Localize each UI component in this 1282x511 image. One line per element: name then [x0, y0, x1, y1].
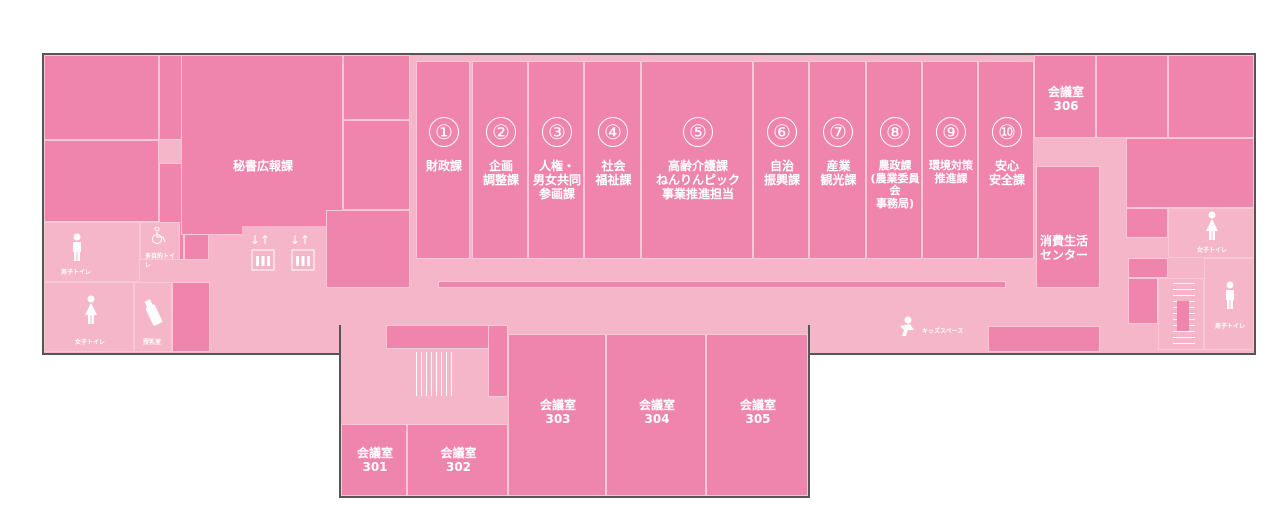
room-8-label: 農政課 (農業委員会 事務局)	[870, 159, 920, 210]
room-right-e	[1128, 258, 1168, 278]
room-9-number: ⑨	[936, 117, 966, 147]
room-7: ⑦ 産業 観光課	[809, 61, 866, 259]
womens-toilet-right: 女子トイレ	[1168, 208, 1254, 258]
room-left-c	[44, 140, 159, 222]
room-4: ④ 社会 福祉課	[584, 61, 641, 259]
room-hisho-right-c	[326, 210, 410, 288]
room-6: ⑥ 自治 振興課	[753, 61, 809, 259]
man-icon	[71, 233, 83, 265]
room-301-label: 会議室 301	[356, 446, 393, 474]
room-301: 会議室 301	[341, 424, 407, 496]
womens-toilet-left-label: 女子トイレ	[75, 339, 106, 346]
room-1: ① 財政課	[416, 61, 470, 259]
room-7-label: 産業 観光課	[820, 159, 857, 187]
room-305: 会議室 305	[706, 334, 808, 496]
room-right-f	[1128, 278, 1158, 324]
room-stair-side	[488, 325, 508, 397]
room-shohi: 消費生活 センター	[1036, 166, 1100, 288]
room-10-label: 安心 安全課	[988, 159, 1025, 187]
room-4-number: ④	[598, 117, 628, 147]
room-1-number: ①	[429, 117, 459, 147]
svg-text:↓↑: ↓↑	[250, 233, 270, 247]
womens-toilet-right-label: 女子トイレ	[1197, 247, 1228, 254]
mens-toilet-left: 男子トイレ	[44, 222, 140, 282]
kids-space-icon	[896, 316, 918, 342]
room-10-number: ⑩	[992, 117, 1022, 147]
room-8: ⑧ 農政課 (農業委員会 事務局)	[866, 61, 922, 259]
room-8-number: ⑧	[880, 117, 910, 147]
room-10: ⑩ 安心 安全課	[978, 61, 1034, 259]
room-302-label: 会議室 302	[440, 446, 477, 474]
mens-toilet-left-label: 男子トイレ	[61, 269, 92, 276]
room-3-number: ③	[542, 117, 572, 147]
room-2-label: 企画 調整課	[482, 159, 519, 187]
room-right-a	[1096, 55, 1168, 138]
baby-bottle-icon	[144, 297, 163, 331]
room-9-label: 環境対策 推進課	[929, 159, 973, 185]
room-5-label: 高齢介護課 ねんりんピック 事業推進担当	[655, 159, 740, 201]
stairs-lower	[416, 352, 456, 396]
room-hisho-right-a	[343, 55, 410, 120]
mens-toilet-right: 男子トイレ	[1204, 258, 1254, 350]
kids-space-label: キッズスペース	[922, 328, 964, 335]
room-4-label: 社会 福祉課	[595, 159, 632, 187]
room-nursing-right	[172, 282, 210, 352]
room-1-label: 財政課	[425, 159, 462, 173]
nursing-room: 授乳室	[134, 282, 172, 352]
elevator-icon-left[interactable]: ↓↑	[248, 232, 278, 276]
nursing-room-label: 授乳室	[143, 339, 162, 346]
room-306-label: 会議室 306	[1047, 85, 1084, 113]
svg-text:↓↑: ↓↑	[290, 233, 310, 247]
room-hisho-label: 秘書広報課	[232, 159, 293, 173]
wheelchair-icon	[151, 226, 167, 249]
room-right-c	[1126, 138, 1254, 208]
room-303-label: 会議室 303	[539, 398, 576, 426]
accessible-toilet-label: 多目的トイレ	[145, 253, 176, 269]
room-304: 会議室 304	[606, 334, 706, 496]
room-hisho-right-b	[343, 120, 410, 210]
room-shohi-label: 消費生活 センター	[1039, 234, 1088, 262]
room-left-a	[44, 55, 159, 140]
room-303: 会議室 303	[508, 334, 606, 496]
room-7-number: ⑦	[823, 117, 853, 147]
room-6-number: ⑥	[767, 117, 797, 147]
room-5-number: ⑤	[683, 117, 713, 147]
room-9: ⑨ 環境対策 推進課	[922, 61, 978, 259]
room-hisho: 秘書広報課	[181, 55, 343, 235]
room-5: ⑤ 高齢介護課 ねんりんピック 事業推進担当	[641, 61, 753, 259]
woman-icon-right	[1205, 211, 1219, 245]
room-right-bottom	[988, 326, 1100, 352]
room-6-label: 自治 振興課	[763, 159, 800, 187]
room-302: 会議室 302	[407, 424, 508, 496]
elevator-icon-right[interactable]: ↓↑	[288, 232, 318, 276]
room-3: ③ 人権・ 男女共同 参画課	[528, 61, 584, 259]
room-3-label: 人権・ 男女共同 参画課	[532, 159, 581, 201]
room-304-label: 会議室 304	[638, 398, 675, 426]
stairs-right	[1158, 278, 1204, 350]
mens-toilet-right-label: 男子トイレ	[1215, 323, 1246, 330]
room-right-b	[1168, 55, 1254, 138]
room-306: 会議室 306	[1034, 55, 1096, 138]
man-icon-right	[1224, 281, 1236, 313]
accessible-toilet: 多目的トイレ	[140, 222, 180, 269]
room-stair-top	[386, 325, 508, 349]
room-2-number: ②	[486, 117, 516, 147]
counter-bar	[438, 281, 1006, 288]
room-right-d	[1126, 208, 1168, 238]
womens-toilet-left: 女子トイレ	[44, 282, 134, 352]
woman-icon	[84, 295, 98, 329]
elevator-hall: ↓↑ ↓↑	[242, 226, 326, 276]
room-305-label: 会議室 305	[739, 398, 776, 426]
stairs-right-landing	[1177, 301, 1189, 331]
room-2: ② 企画 調整課	[472, 61, 528, 259]
